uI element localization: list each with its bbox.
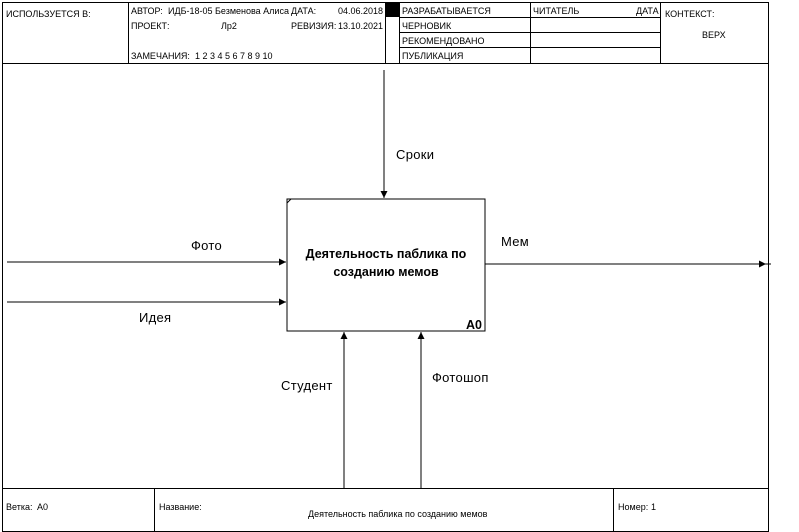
activity-box[interactable] xyxy=(286,198,486,332)
author-label: АВТОР: xyxy=(131,6,163,16)
header-divider-2 xyxy=(385,2,386,63)
mechanism-label-student: Студент xyxy=(281,378,333,393)
context-label: КОНТЕКСТ: xyxy=(665,9,715,19)
revision-label: РЕВИЗИЯ: xyxy=(291,21,337,31)
date-label: ДАТА: xyxy=(291,6,317,16)
revision-value: 13.10.2021 xyxy=(338,21,384,31)
notes-label: ЗАМЕЧАНИЯ: xyxy=(131,51,190,61)
footer-divider-1 xyxy=(154,488,155,531)
status-working: РАЗРАБАТЫВАЕТСЯ xyxy=(402,6,491,16)
activity-title-line-2: созданию мемов xyxy=(333,265,439,279)
header-bottom-border xyxy=(2,63,768,64)
mechanism-label-photoshop: Фотошоп xyxy=(432,370,489,385)
status-publication: ПУБЛИКАЦИЯ xyxy=(402,51,464,61)
activity-title-line-1: Деятельность паблика по xyxy=(305,247,467,261)
node-value: A0 xyxy=(37,502,49,512)
reader-label: ЧИТАТЕЛЬ xyxy=(533,6,580,16)
header-divider-1 xyxy=(128,2,129,63)
header-divider-5 xyxy=(660,2,661,63)
status-draft: ЧЕРНОВИК xyxy=(402,21,452,31)
activity-box-title: Деятельность паблика по созданию мемов xyxy=(287,245,485,281)
notes-numbers: 1 2 3 4 5 6 7 8 9 10 xyxy=(195,51,273,61)
frame-left-border xyxy=(2,2,3,532)
control-label: Сроки xyxy=(396,147,435,162)
status-row-line-3 xyxy=(399,47,660,48)
project-value: Лр2 xyxy=(221,21,237,31)
reader-date-label: ДАТА xyxy=(636,6,659,16)
status-working-marker xyxy=(386,3,399,17)
author-value: ИДБ-18-05 Безменова Алиса xyxy=(168,6,289,16)
footer-top-border xyxy=(2,488,768,489)
frame-right-border xyxy=(768,2,769,532)
context-value: ВЕРХ xyxy=(702,30,726,40)
title-value: Деятельность паблика по созданию мемов xyxy=(308,509,488,519)
input-label-idea: Идея xyxy=(139,310,172,325)
used-in-label: ИСПОЛЬЗУЕТСЯ В: xyxy=(6,9,91,19)
box-corner-mark xyxy=(286,198,292,204)
footer-divider-2 xyxy=(613,488,614,531)
project-label: ПРОЕКТ: xyxy=(131,21,170,31)
output-label: Мем xyxy=(501,234,530,249)
input-label-photo: Фото xyxy=(191,238,223,253)
title-label: Название: xyxy=(159,502,202,512)
number-label: Номер: xyxy=(618,502,649,512)
status-recommended: РЕКОМЕНДОВАНО xyxy=(402,36,485,46)
status-row-line-2 xyxy=(399,32,660,33)
date-value: 04.06.2018 xyxy=(338,6,384,16)
activity-box-id: A0 xyxy=(466,318,482,332)
number-value: 1 xyxy=(651,502,657,512)
status-row-line-1 xyxy=(399,17,660,18)
node-label: Ветка: xyxy=(6,502,33,512)
